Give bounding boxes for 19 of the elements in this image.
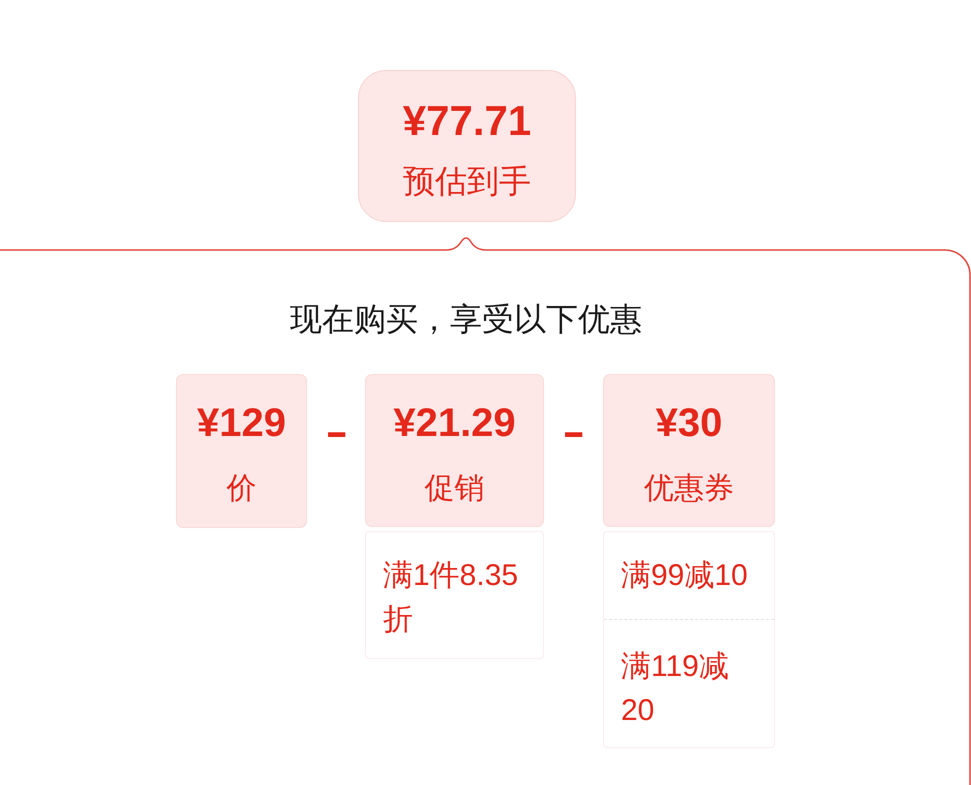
- offer-text: 满99减10: [621, 558, 748, 594]
- price-box: [365, 374, 544, 527]
- price-box: [603, 374, 775, 527]
- price-label: 优惠券: [644, 471, 734, 507]
- offer-text: 满1件8.35折: [383, 558, 520, 638]
- minus-sign: -: [325, 412, 348, 452]
- price-label: 价: [226, 471, 256, 507]
- price-amount: ¥30: [656, 400, 722, 447]
- price-caption: 预估到手: [403, 162, 531, 201]
- price-amount: ¥21.29: [393, 400, 516, 447]
- panel-heading: 现在购买，享受以下优惠: [290, 300, 642, 339]
- price-amount: ¥129: [197, 400, 286, 447]
- minus-sign: -: [562, 412, 585, 452]
- estimated-price: ¥77.71: [402, 96, 532, 146]
- price-label: 促销: [424, 471, 484, 507]
- price-card: [358, 70, 576, 222]
- offer-box: [603, 531, 775, 748]
- price-box: [176, 374, 307, 528]
- offer-text: 满119减20: [621, 649, 730, 729]
